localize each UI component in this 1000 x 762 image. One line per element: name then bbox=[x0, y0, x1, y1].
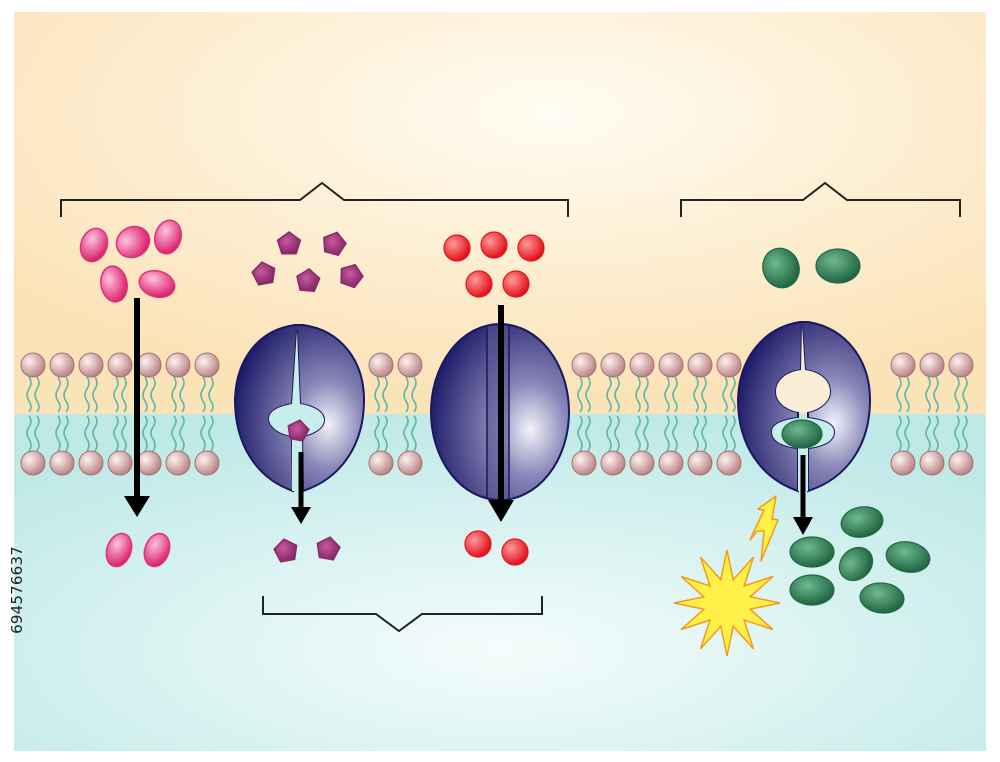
passive-transport-bracket bbox=[60, 181, 569, 217]
lipid-heads-top bbox=[20, 352, 974, 378]
purple-molecule-bound bbox=[287, 419, 310, 442]
down-arrow-icon bbox=[124, 298, 150, 517]
red-molecules-inside bbox=[464, 530, 529, 566]
energy-burst-icon bbox=[673, 549, 781, 657]
purple-molecules-inside bbox=[273, 536, 341, 563]
facilitated-diffusion-bracket bbox=[262, 596, 543, 633]
lightning-bolt-icon bbox=[749, 495, 779, 562]
down-arrow-icon bbox=[793, 455, 813, 535]
active-transport-bracket bbox=[680, 181, 961, 217]
stock-image-id: 694576637 bbox=[8, 546, 26, 634]
purple-molecules-outside bbox=[251, 231, 364, 293]
green-molecule-bound bbox=[781, 419, 823, 449]
red-molecules-outside bbox=[443, 231, 545, 298]
green-molecules-outside bbox=[762, 247, 861, 289]
lipid-tails bbox=[26, 376, 968, 452]
pink-molecules-inside bbox=[105, 532, 171, 568]
carrier-protein bbox=[233, 324, 366, 493]
down-arrow-icon bbox=[488, 305, 514, 522]
green-molecules-inside bbox=[789, 506, 931, 614]
down-arrow-icon bbox=[291, 452, 311, 524]
lipid-heads-bottom bbox=[20, 450, 974, 476]
pink-molecules-outside bbox=[79, 219, 183, 303]
